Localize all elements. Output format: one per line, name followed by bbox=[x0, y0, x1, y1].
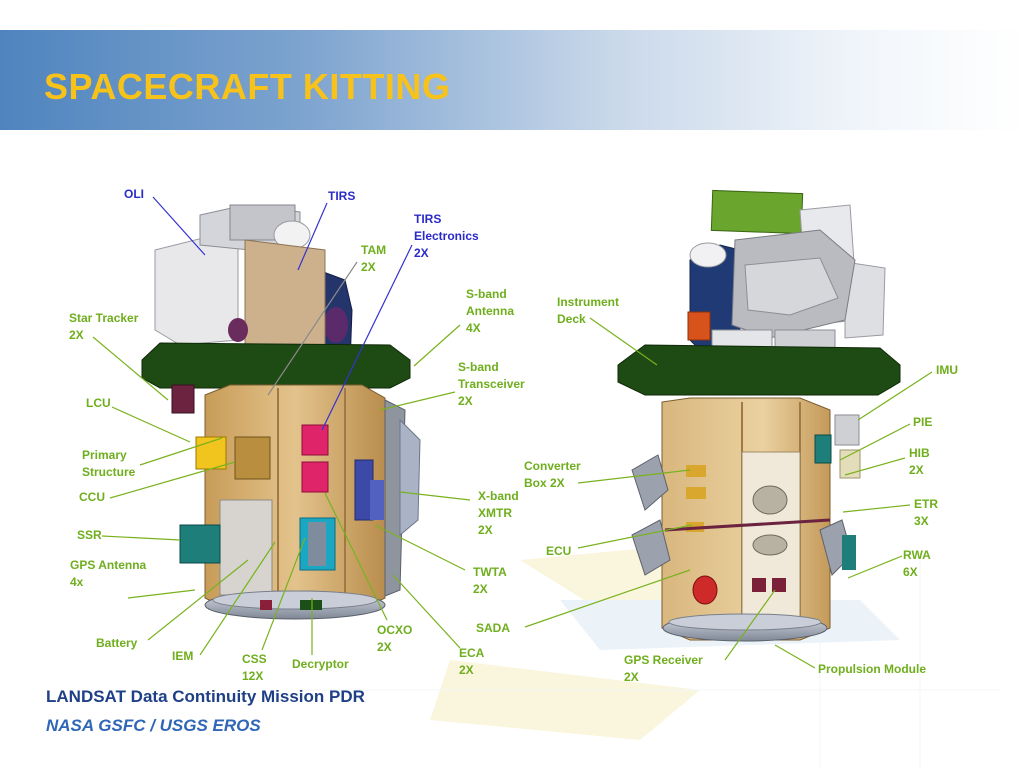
label-tirs-electronics: TIRS Electronics 2X bbox=[414, 212, 479, 260]
label-pie: PIE bbox=[913, 415, 933, 429]
label-sband-antenna: S-band Antenna 4X bbox=[466, 287, 514, 335]
label-css: CSS 12X bbox=[242, 652, 267, 683]
label-ssr: SSR bbox=[77, 528, 102, 542]
label-sband-transceiver: S-band Transceiver 2X bbox=[458, 360, 525, 408]
label-gps-antenna: GPS Antenna 4x bbox=[70, 558, 147, 589]
label-gps-receiver: GPS Receiver 2X bbox=[624, 653, 703, 684]
label-etr: ETR 3X bbox=[914, 497, 938, 528]
label-instrument-deck: Instrument Deck bbox=[557, 295, 620, 326]
label-battery: Battery bbox=[96, 636, 138, 650]
spacecraft-right-illustration bbox=[617, 189, 901, 642]
label-sada: SADA bbox=[476, 621, 511, 635]
label-hib: HIB 2X bbox=[909, 446, 930, 477]
label-star-tracker: Star Tracker 2X bbox=[69, 311, 139, 342]
label-ccu: CCU bbox=[79, 490, 105, 504]
label-ecu: ECU bbox=[546, 544, 572, 558]
label-lcu: LCU bbox=[86, 396, 111, 410]
label-rwa: RWA 6X bbox=[903, 548, 931, 579]
label-eca: ECA 2X bbox=[459, 646, 485, 677]
leader-lines bbox=[92, 196, 933, 669]
label-imu: IMU bbox=[936, 363, 958, 377]
label-ocxo: OCXO 2X bbox=[377, 623, 413, 654]
label-converter-box: Converter Box 2X bbox=[524, 459, 581, 490]
label-tirs: TIRS bbox=[328, 189, 356, 203]
label-twta: TWTA 2X bbox=[473, 565, 507, 596]
footer-mission-title: LANDSAT Data Continuity Mission PDR bbox=[46, 687, 365, 706]
footer-organizations: NASA GSFC / USGS EROS bbox=[46, 716, 261, 735]
label-primary-structure: Primary Structure bbox=[82, 448, 136, 479]
label-xband-xmtr: X-band XMTR 2X bbox=[478, 489, 519, 537]
slide-title: SPACECRAFT KITTING bbox=[44, 66, 451, 107]
label-propulsion-module: Propulsion Module bbox=[818, 662, 926, 676]
label-tam: TAM 2X bbox=[361, 243, 387, 274]
label-oli: OLI bbox=[124, 187, 144, 201]
title-banner bbox=[0, 30, 1024, 130]
label-iem: IEM bbox=[172, 649, 194, 663]
spacecraft-left-illustration bbox=[141, 204, 421, 620]
label-decryptor: Decryptor bbox=[292, 657, 349, 671]
